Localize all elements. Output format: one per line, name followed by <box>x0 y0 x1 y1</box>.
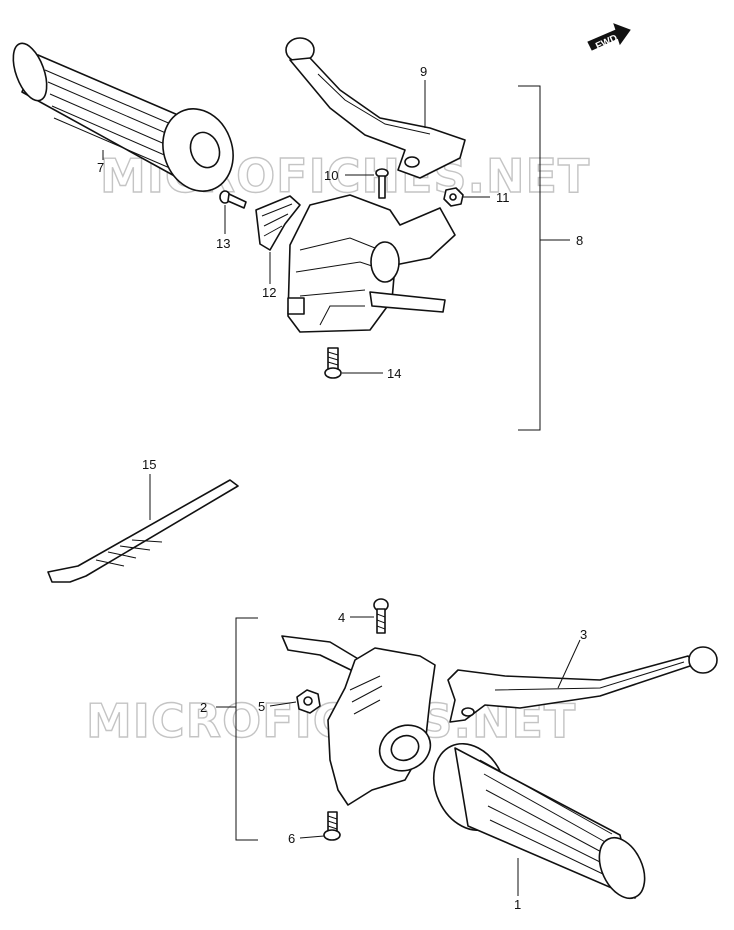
callout-13: 13 <box>216 236 230 251</box>
screw-10 <box>375 168 389 199</box>
callout-2: 2 <box>200 700 207 715</box>
callout-6: 6 <box>288 831 295 846</box>
switch-knob <box>255 195 301 251</box>
cable-tie <box>47 479 239 583</box>
screw-13 <box>219 190 247 209</box>
callout-15: 15 <box>142 457 156 472</box>
callout-14: 14 <box>387 366 401 381</box>
fwd-arrow-icon: FWD <box>587 23 631 53</box>
callout-10: 10 <box>324 168 338 183</box>
screw-4 <box>373 598 389 634</box>
bolt-6 <box>323 811 341 841</box>
callout-1: 1 <box>514 897 521 912</box>
bracket-group-8 <box>518 85 570 431</box>
nut-11 <box>443 187 464 207</box>
callout-7: 7 <box>97 160 104 175</box>
fwd-label: FWD <box>594 33 619 53</box>
leader-3 <box>557 639 581 689</box>
lever-lower <box>447 646 718 723</box>
callout-4: 4 <box>338 610 345 625</box>
callout-8: 8 <box>576 233 583 248</box>
callout-12: 12 <box>262 285 276 300</box>
nut-5 <box>296 689 321 714</box>
callout-3: 3 <box>580 627 587 642</box>
grip-lower-right <box>432 742 646 900</box>
grip-upper-left <box>12 42 234 192</box>
callout-5: 5 <box>258 699 265 714</box>
bolt-14 <box>324 347 342 379</box>
callout-9: 9 <box>420 64 427 79</box>
switch-housing-upper <box>287 194 456 333</box>
leader-6 <box>299 835 325 839</box>
lever-upper <box>285 37 466 179</box>
switch-housing-lower <box>281 635 436 806</box>
leader-5 <box>269 701 297 707</box>
bracket-group-2 <box>216 617 258 841</box>
callout-11: 11 <box>496 190 510 205</box>
